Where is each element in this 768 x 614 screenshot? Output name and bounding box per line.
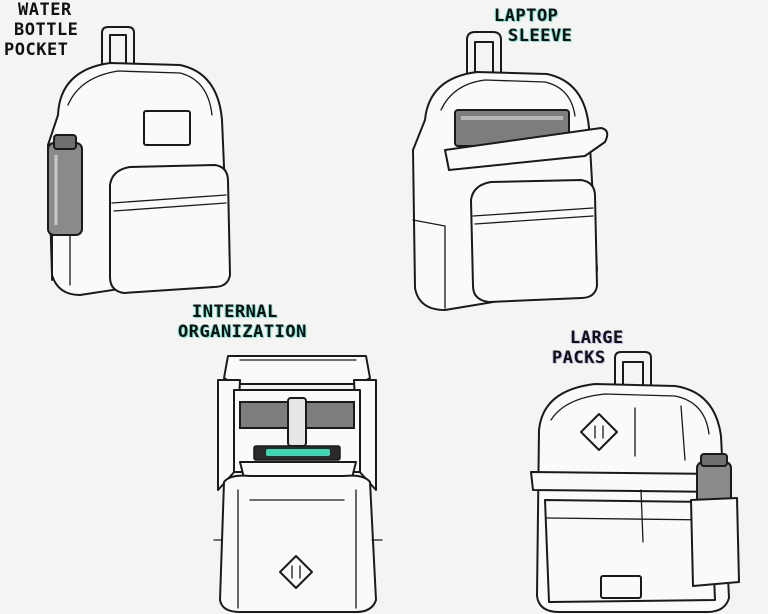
- label-laptop-sleeve: LAPTOP SLEEVE: [494, 6, 573, 46]
- backpack-internal-organization-illustration: [213, 355, 383, 613]
- diamond-patch-icon-2: [580, 413, 618, 451]
- label-water-bottle-pocket: WATER BOTTLE POCKET: [4, 0, 79, 60]
- label-internal-organization: INTERNAL ORGANIZATION: [178, 302, 307, 342]
- water-bottle-icon: [47, 142, 83, 236]
- device-screen-icon: [266, 449, 330, 456]
- diamond-patch-icon: [279, 555, 313, 589]
- backpack-laptop-sleeve-illustration: [412, 31, 609, 311]
- backpack-large-pack-illustration: [530, 351, 740, 613]
- label-large-packs: LARGE PACKS: [552, 328, 624, 368]
- backpack-water-bottle-illustration: [47, 26, 231, 296]
